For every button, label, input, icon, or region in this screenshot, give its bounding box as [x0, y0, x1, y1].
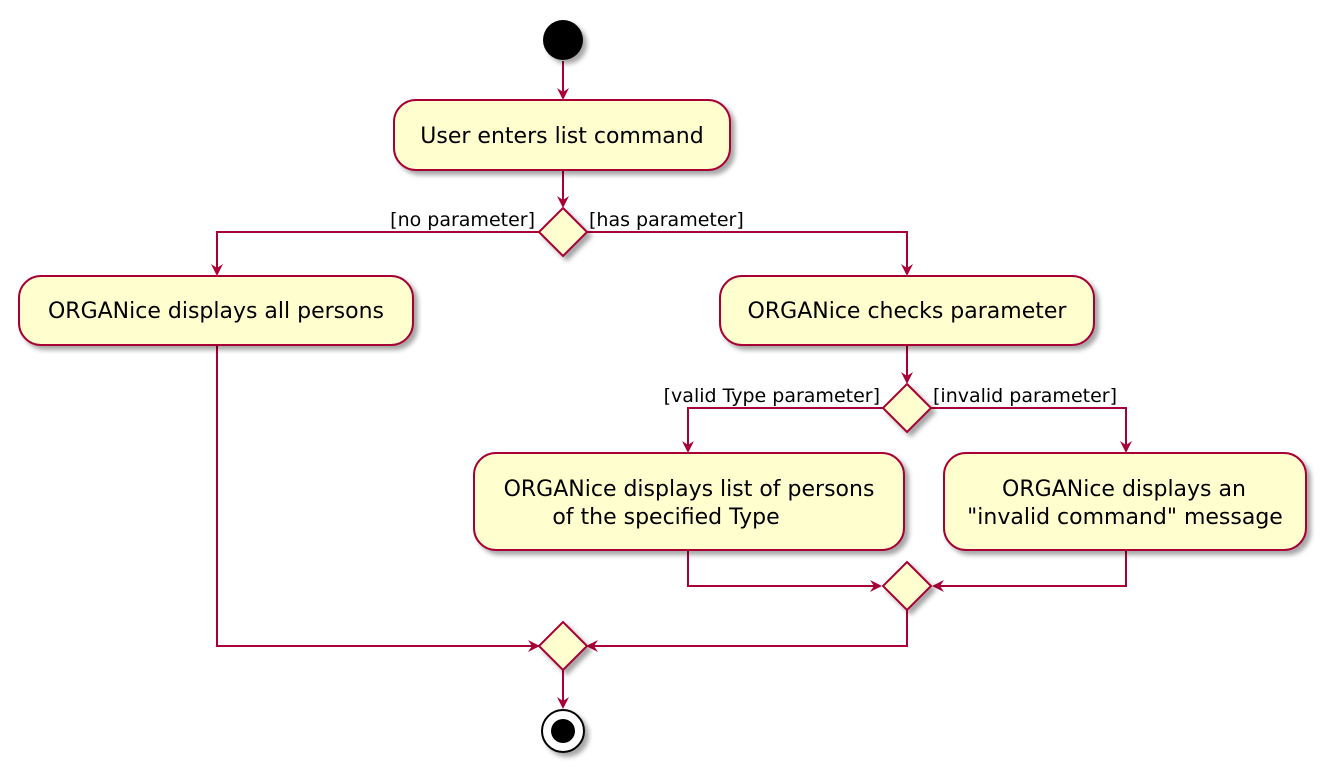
activity-check-parameter: ORGANice checks parameter — [719, 275, 1095, 346]
activity-label-line1: ORGANice displays an — [1002, 477, 1246, 502]
activity-label: ORGANice displays all persons — [48, 299, 384, 324]
guard-invalid-parameter: [invalid parameter] — [933, 385, 1117, 407]
edge-decision-to-display-all — [211, 231, 539, 276]
guard-has-parameter: [has parameter] — [589, 209, 744, 231]
activity-label-line2: "invalid command" message — [967, 505, 1283, 530]
activity-enter-list-command: User enters list command — [393, 99, 731, 171]
activity-display-type-list: ORGANice displays list of persons of the… — [473, 452, 905, 551]
edges — [211, 61, 1132, 709]
merge-final — [537, 620, 589, 672]
final-node — [541, 709, 585, 753]
activity-display-invalid-message: ORGANice displays an "invalid command" m… — [943, 452, 1307, 551]
edge-display-all-to-final-merge — [216, 345, 540, 652]
activity-display-all-persons: ORGANice displays all persons — [18, 275, 414, 346]
activity-label: ORGANice checks parameter — [748, 299, 1068, 324]
decision-parameter — [537, 206, 589, 258]
guard-valid-type: [valid Type parameter] — [664, 385, 880, 407]
edge-decision-to-check-param — [587, 231, 913, 276]
guard-no-parameter: [no parameter] — [390, 209, 535, 231]
edge-decision2-to-display-type — [682, 407, 883, 453]
initial-node — [543, 20, 583, 60]
merge-validity — [881, 560, 933, 612]
edge-display-invalid-to-merge — [932, 550, 1127, 592]
activity-label-line2: of the specified Type — [552, 505, 779, 530]
activity-label: User enters list command — [420, 124, 703, 149]
edge-merge-to-final-merge — [586, 610, 908, 652]
decision-parameter-validity — [881, 382, 933, 434]
activity-label-line1: ORGANice displays list of persons — [504, 477, 875, 502]
edge-display-type-to-merge — [687, 550, 882, 592]
edge-decision2-to-display-invalid — [931, 407, 1132, 453]
